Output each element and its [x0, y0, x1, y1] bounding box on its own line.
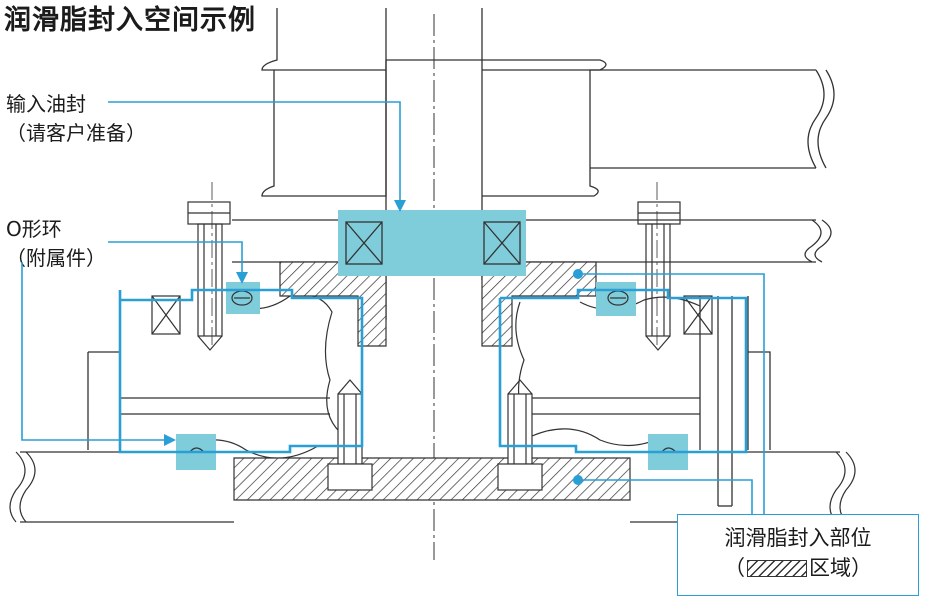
legend-leader-top [578, 273, 765, 514]
o-ring-zone-right [596, 282, 636, 316]
legend-leader-bottom [578, 479, 753, 514]
side-seals [151, 295, 713, 335]
o-ring-leader-top [108, 241, 243, 276]
highlight-zones [176, 210, 688, 470]
callout-oil-seal-label: 输入油封 [6, 92, 86, 116]
page-title: 润滑脂封入空间示例 [4, 5, 256, 36]
bottom-bolt-left [327, 379, 373, 491]
o-ring-leader-bottom [21, 262, 168, 441]
leader-lines [21, 101, 765, 514]
callout-input-oil-seal: 输入油封 （请客户准备） [6, 90, 146, 148]
legend-box: 润滑脂封入部位 （ 区域） [677, 514, 919, 596]
oil-seal-leader [108, 101, 401, 204]
motor-flange [590, 69, 835, 169]
oil-seal-zone [338, 210, 526, 276]
bolt-left [187, 201, 231, 351]
housing-plate [232, 219, 832, 263]
callout-oil-seal-note: （请客户准备） [6, 121, 146, 145]
legend-title: 润滑脂封入部位 [724, 526, 872, 550]
legend-zone-label: 区域） [809, 556, 872, 580]
hatch-swatch-icon [747, 560, 807, 577]
bottom-bolt-right [497, 379, 543, 491]
callout-o-ring-label: O形环 [6, 217, 62, 241]
leader-dots [573, 269, 583, 485]
grease-chamber-outlines [118, 288, 748, 454]
bolt-right [637, 201, 681, 351]
legend-paren-open: （ [724, 556, 745, 580]
oil-seal-symbols [345, 221, 521, 265]
legend-hatch-row: （ 区域） [678, 553, 918, 583]
